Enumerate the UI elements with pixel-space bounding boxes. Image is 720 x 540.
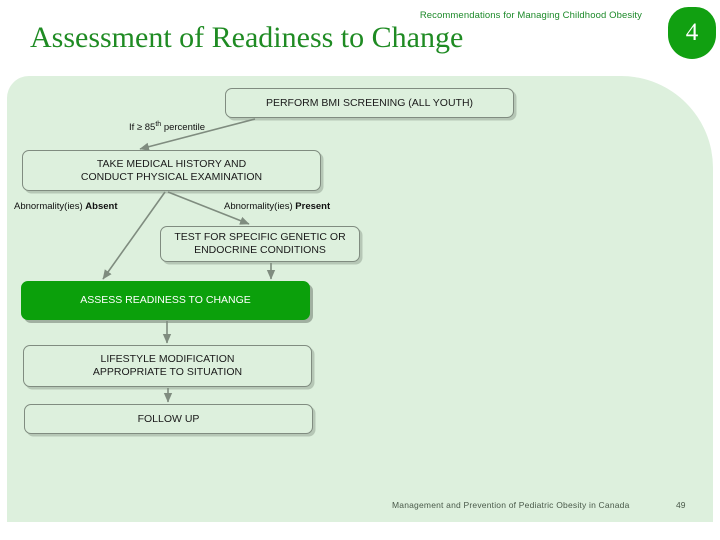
page-title: Assessment of Readiness to Change <box>30 21 464 54</box>
label-abnormality-present: Abnormality(ies) Present <box>224 201 330 212</box>
label-abnormality-absent: Abnormality(ies) Absent <box>14 201 117 212</box>
flow-box-genetic-test[interactable]: TEST FOR SPECIFIC GENETIC OR ENDOCRINE C… <box>160 226 360 262</box>
label-abnormality-present-prefix: Abnormality(ies) <box>224 201 296 212</box>
footer-page-number: 49 <box>676 500 686 510</box>
slide-number-badge: 4 <box>668 7 716 59</box>
flow-box-genetic-test-line1: TEST FOR SPECIFIC GENETIC OR <box>174 231 346 243</box>
footer-text: Management and Prevention of Pediatric O… <box>392 500 630 510</box>
slide-subtitle: Recommendations for Managing Childhood O… <box>419 10 642 21</box>
flow-box-follow-up-label: FOLLOW UP <box>137 412 200 425</box>
flow-box-lifestyle-modification[interactable]: LIFESTYLE MODIFICATION APPROPRIATE TO SI… <box>23 345 312 387</box>
label-abnormality-absent-emphasis: Absent <box>85 201 118 212</box>
flow-box-medical-history[interactable]: TAKE MEDICAL HISTORY AND CONDUCT PHYSICA… <box>22 150 321 191</box>
flow-box-bmi-screening-label: PERFORM BMI SCREENING (ALL YOUTH) <box>265 96 474 109</box>
flow-box-lifestyle-modification-line1: LIFESTYLE MODIFICATION <box>100 353 235 365</box>
slide-header: Recommendations for Managing Childhood O… <box>0 0 720 78</box>
flow-box-bmi-screening[interactable]: PERFORM BMI SCREENING (ALL YOUTH) <box>225 88 514 118</box>
flow-box-medical-history-line1: TAKE MEDICAL HISTORY AND <box>96 157 247 170</box>
label-percentile-prefix: If ≥ 85 <box>129 122 156 134</box>
flow-box-assess-readiness-label: ASSESS READINESS TO CHANGE <box>80 294 251 306</box>
flow-box-assess-readiness[interactable]: ASSESS READINESS TO CHANGE <box>21 281 310 320</box>
flow-box-lifestyle-modification-line2: APPROPRIATE TO SITUATION <box>92 366 243 378</box>
flow-box-genetic-test-line2: ENDOCRINE CONDITIONS <box>194 244 326 256</box>
label-percentile: If ≥ 85th percentile <box>129 121 205 133</box>
label-percentile-suffix: percentile <box>161 122 206 134</box>
flow-box-follow-up[interactable]: FOLLOW UP <box>24 404 313 434</box>
label-abnormality-present-emphasis: Present <box>295 201 331 212</box>
slide-number-value: 4 <box>685 19 699 46</box>
label-abnormality-absent-prefix: Abnormality(ies) <box>14 201 86 212</box>
flow-box-medical-history-line2: CONDUCT PHYSICAL EXAMINATION <box>80 170 263 183</box>
